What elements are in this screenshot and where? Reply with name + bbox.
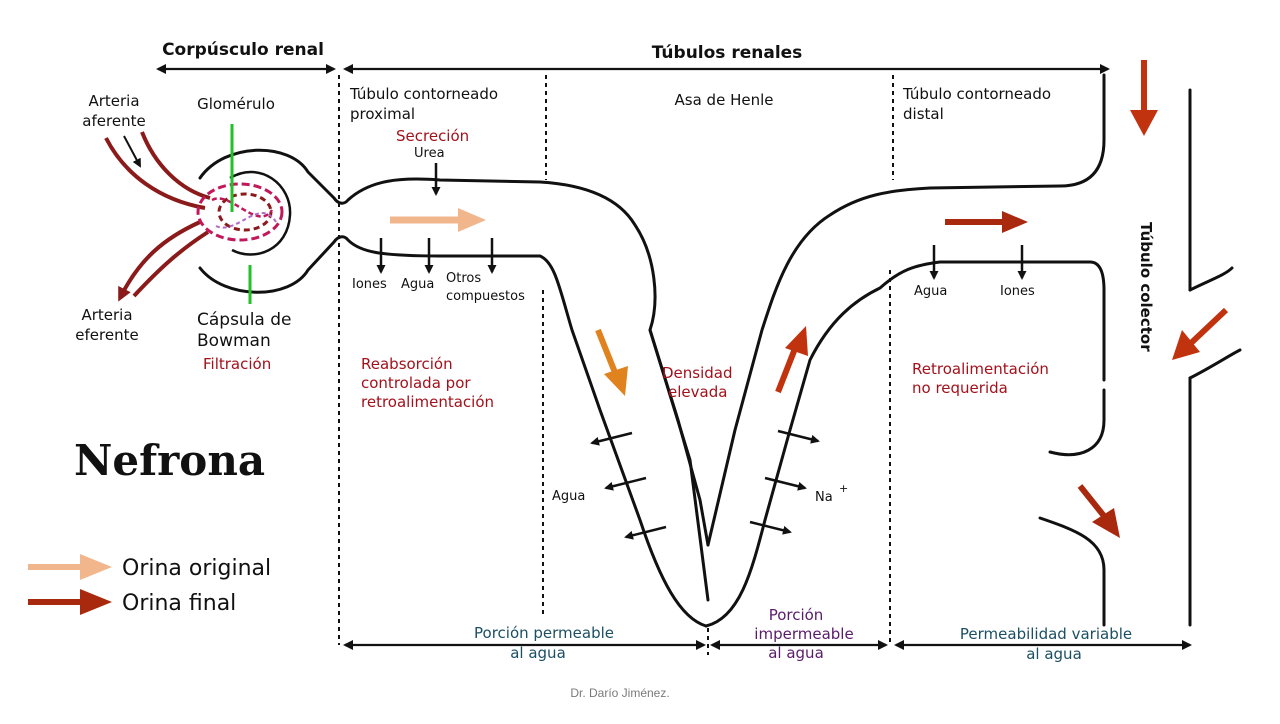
legend: Orina original Orina final	[28, 554, 271, 616]
label-var-1: Permeabilidad variable	[960, 625, 1132, 643]
label-urea: Urea	[414, 146, 445, 161]
label-proximal-1: Túbulo contorneado	[349, 85, 498, 103]
label-densidad-1: Densidad	[662, 364, 733, 382]
na-arrow-1	[777, 429, 820, 444]
afferent-arteriole	[104, 131, 211, 210]
label-arteria-eferente-1: Arteria	[81, 306, 132, 324]
henle-ascending-inner	[706, 73, 1106, 547]
collector-branch-bottom	[1188, 348, 1242, 380]
label-reabs-2: controlada por	[361, 374, 471, 392]
henle-descending-outer-top	[538, 180, 710, 602]
label-colector: Túbulo colector	[1137, 222, 1155, 352]
label-henle: Asa de Henle	[675, 91, 774, 109]
distal-exit-flow-arrow	[1077, 484, 1120, 538]
label-capsula-1: Cápsula de	[197, 310, 292, 330]
label-perm-1: Porción permeable	[474, 624, 614, 642]
footer-credit: Dr. Darío Jiménez.	[570, 686, 669, 700]
header-corpusculo: Corpúsculo renal	[162, 40, 324, 60]
na-arrow-3	[749, 520, 792, 535]
collector-branch-top	[1188, 266, 1234, 292]
orina-final-distal-arrow	[945, 211, 1028, 233]
na-arrow-2	[764, 476, 807, 491]
label-arteria-aferente-1: Arteria	[88, 92, 139, 110]
henle-descending-outer	[538, 254, 708, 628]
label-imperm-3: al agua	[768, 644, 824, 662]
label-capsula-2: Bowman	[197, 331, 271, 351]
label-otros-2: compuestos	[446, 289, 525, 304]
legend-label-orina-original: Orina original	[122, 556, 271, 581]
distal-tube-end-top	[1048, 388, 1106, 457]
legend-label-orina-final: Orina final	[122, 591, 236, 616]
label-distal-2: distal	[903, 105, 944, 123]
label-retro-1: Retroalimentación	[912, 360, 1049, 378]
henle-ascending-flow-arrow	[775, 326, 808, 394]
label-arteria-aferente-2: aferente	[82, 112, 145, 130]
label-na-sup: +	[839, 482, 848, 495]
label-glomerulo: Glomérulo	[197, 95, 275, 113]
label-imperm-1: Porción	[769, 606, 824, 624]
capsule-outer-top	[198, 148, 542, 205]
header-tubulos: Túbulos renales	[652, 43, 803, 63]
label-agua-henle: Agua	[552, 489, 585, 504]
agua-henle-arrow-3	[624, 525, 667, 540]
agua-henle-arrow-2	[604, 476, 647, 491]
collector-flow-arrow-side	[1172, 307, 1229, 360]
label-iones-distal: Iones	[1000, 284, 1035, 299]
label-filtracion: Filtración	[203, 355, 271, 373]
label-otros-1: Otros	[446, 271, 481, 286]
label-agua-distal: Agua	[914, 284, 947, 299]
capsule-inner	[229, 170, 292, 256]
legend-item-orina-original: Orina original	[28, 554, 271, 581]
diagram-title: Nefrona	[74, 436, 265, 485]
label-retro-2: no requerida	[912, 379, 1008, 397]
label-proximal-2: proximal	[350, 105, 415, 123]
label-arteria-eferente-2: eferente	[75, 326, 138, 344]
glomerulus	[196, 182, 284, 242]
henle-descending-inner	[648, 328, 710, 547]
label-reabs-1: Reabsorción	[361, 355, 453, 373]
label-var-2: al agua	[1026, 645, 1082, 663]
label-densidad-2: elevada	[668, 383, 727, 401]
legend-item-orina-final: Orina final	[28, 589, 236, 616]
agua-henle-arrow-1	[590, 431, 633, 446]
collector-flow-arrow-top	[1130, 60, 1158, 136]
henle-ascending-outer	[704, 260, 1106, 628]
henle-descending-flow-arrow	[595, 328, 628, 396]
label-reabs-3: retroalimentación	[361, 393, 494, 411]
efferent-arteriole	[118, 220, 210, 302]
distal-tube-end-bottom	[1038, 516, 1106, 627]
label-secrecion: Secreción	[396, 127, 469, 145]
label-distal-1: Túbulo contorneado	[902, 85, 1051, 103]
afferent-flow-arrow	[123, 135, 141, 168]
label-iones-proximal: Iones	[352, 277, 387, 292]
label-na: Na	[815, 490, 833, 505]
label-agua-proximal: Agua	[401, 277, 434, 292]
label-imperm-2: impermeable	[754, 625, 853, 643]
label-perm-2: al agua	[510, 644, 566, 662]
orina-original-arrow	[390, 208, 486, 232]
